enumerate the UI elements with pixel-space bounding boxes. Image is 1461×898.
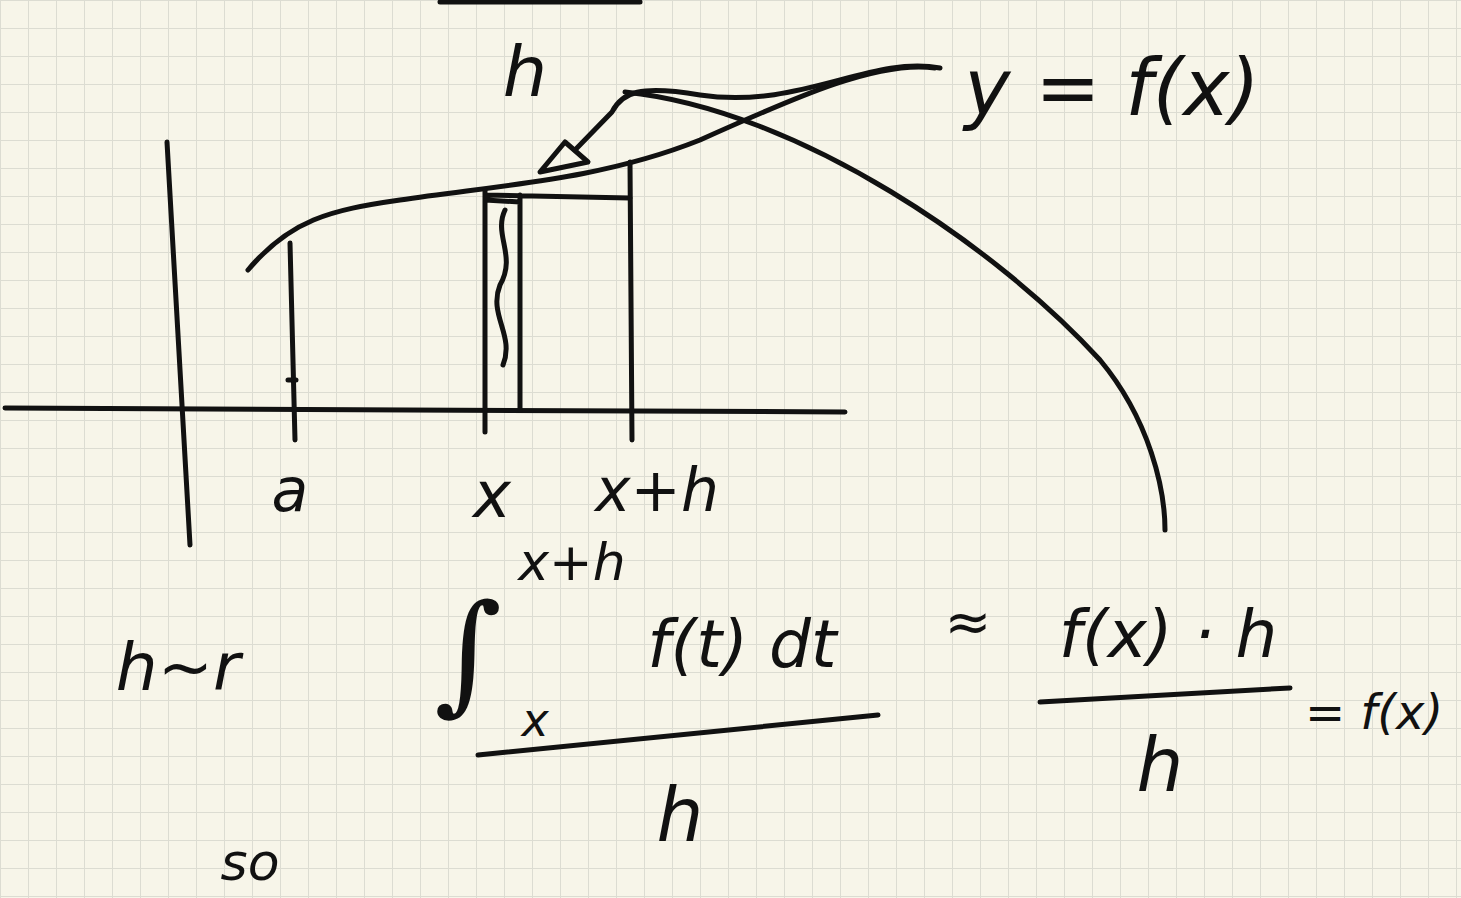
integrand: f(t) dt (647, 612, 836, 678)
fraction-bar (1040, 688, 1290, 702)
lower-limit: x (521, 697, 548, 743)
denominator: h (1137, 728, 1184, 802)
fraction-bar (440, 0, 640, 5)
xh-line (630, 162, 632, 440)
function-curve (248, 67, 935, 270)
axis-label: a (272, 460, 309, 520)
axis-label: x+h (595, 460, 719, 520)
leader-line (575, 66, 940, 150)
denominator: h (503, 37, 547, 107)
upper-limit: x+h (518, 536, 625, 588)
strip-rectangle (485, 190, 630, 432)
integral-sign: ∫ (434, 587, 502, 717)
note-text: h~r (116, 635, 240, 701)
delta-symbol (540, 142, 588, 172)
numerator: f(x) · h (1059, 602, 1278, 668)
axis-label: x (473, 463, 511, 527)
denominator: h (657, 778, 704, 852)
strip-wiggle (497, 210, 506, 365)
x-axis (5, 408, 845, 412)
function-label: y = f(x) (964, 49, 1260, 127)
y-axis (167, 142, 190, 545)
note-text: so (221, 836, 280, 888)
a-line (288, 243, 296, 440)
approx-sign: ≈ (945, 594, 992, 650)
result-text: = f(x) (1305, 688, 1443, 736)
